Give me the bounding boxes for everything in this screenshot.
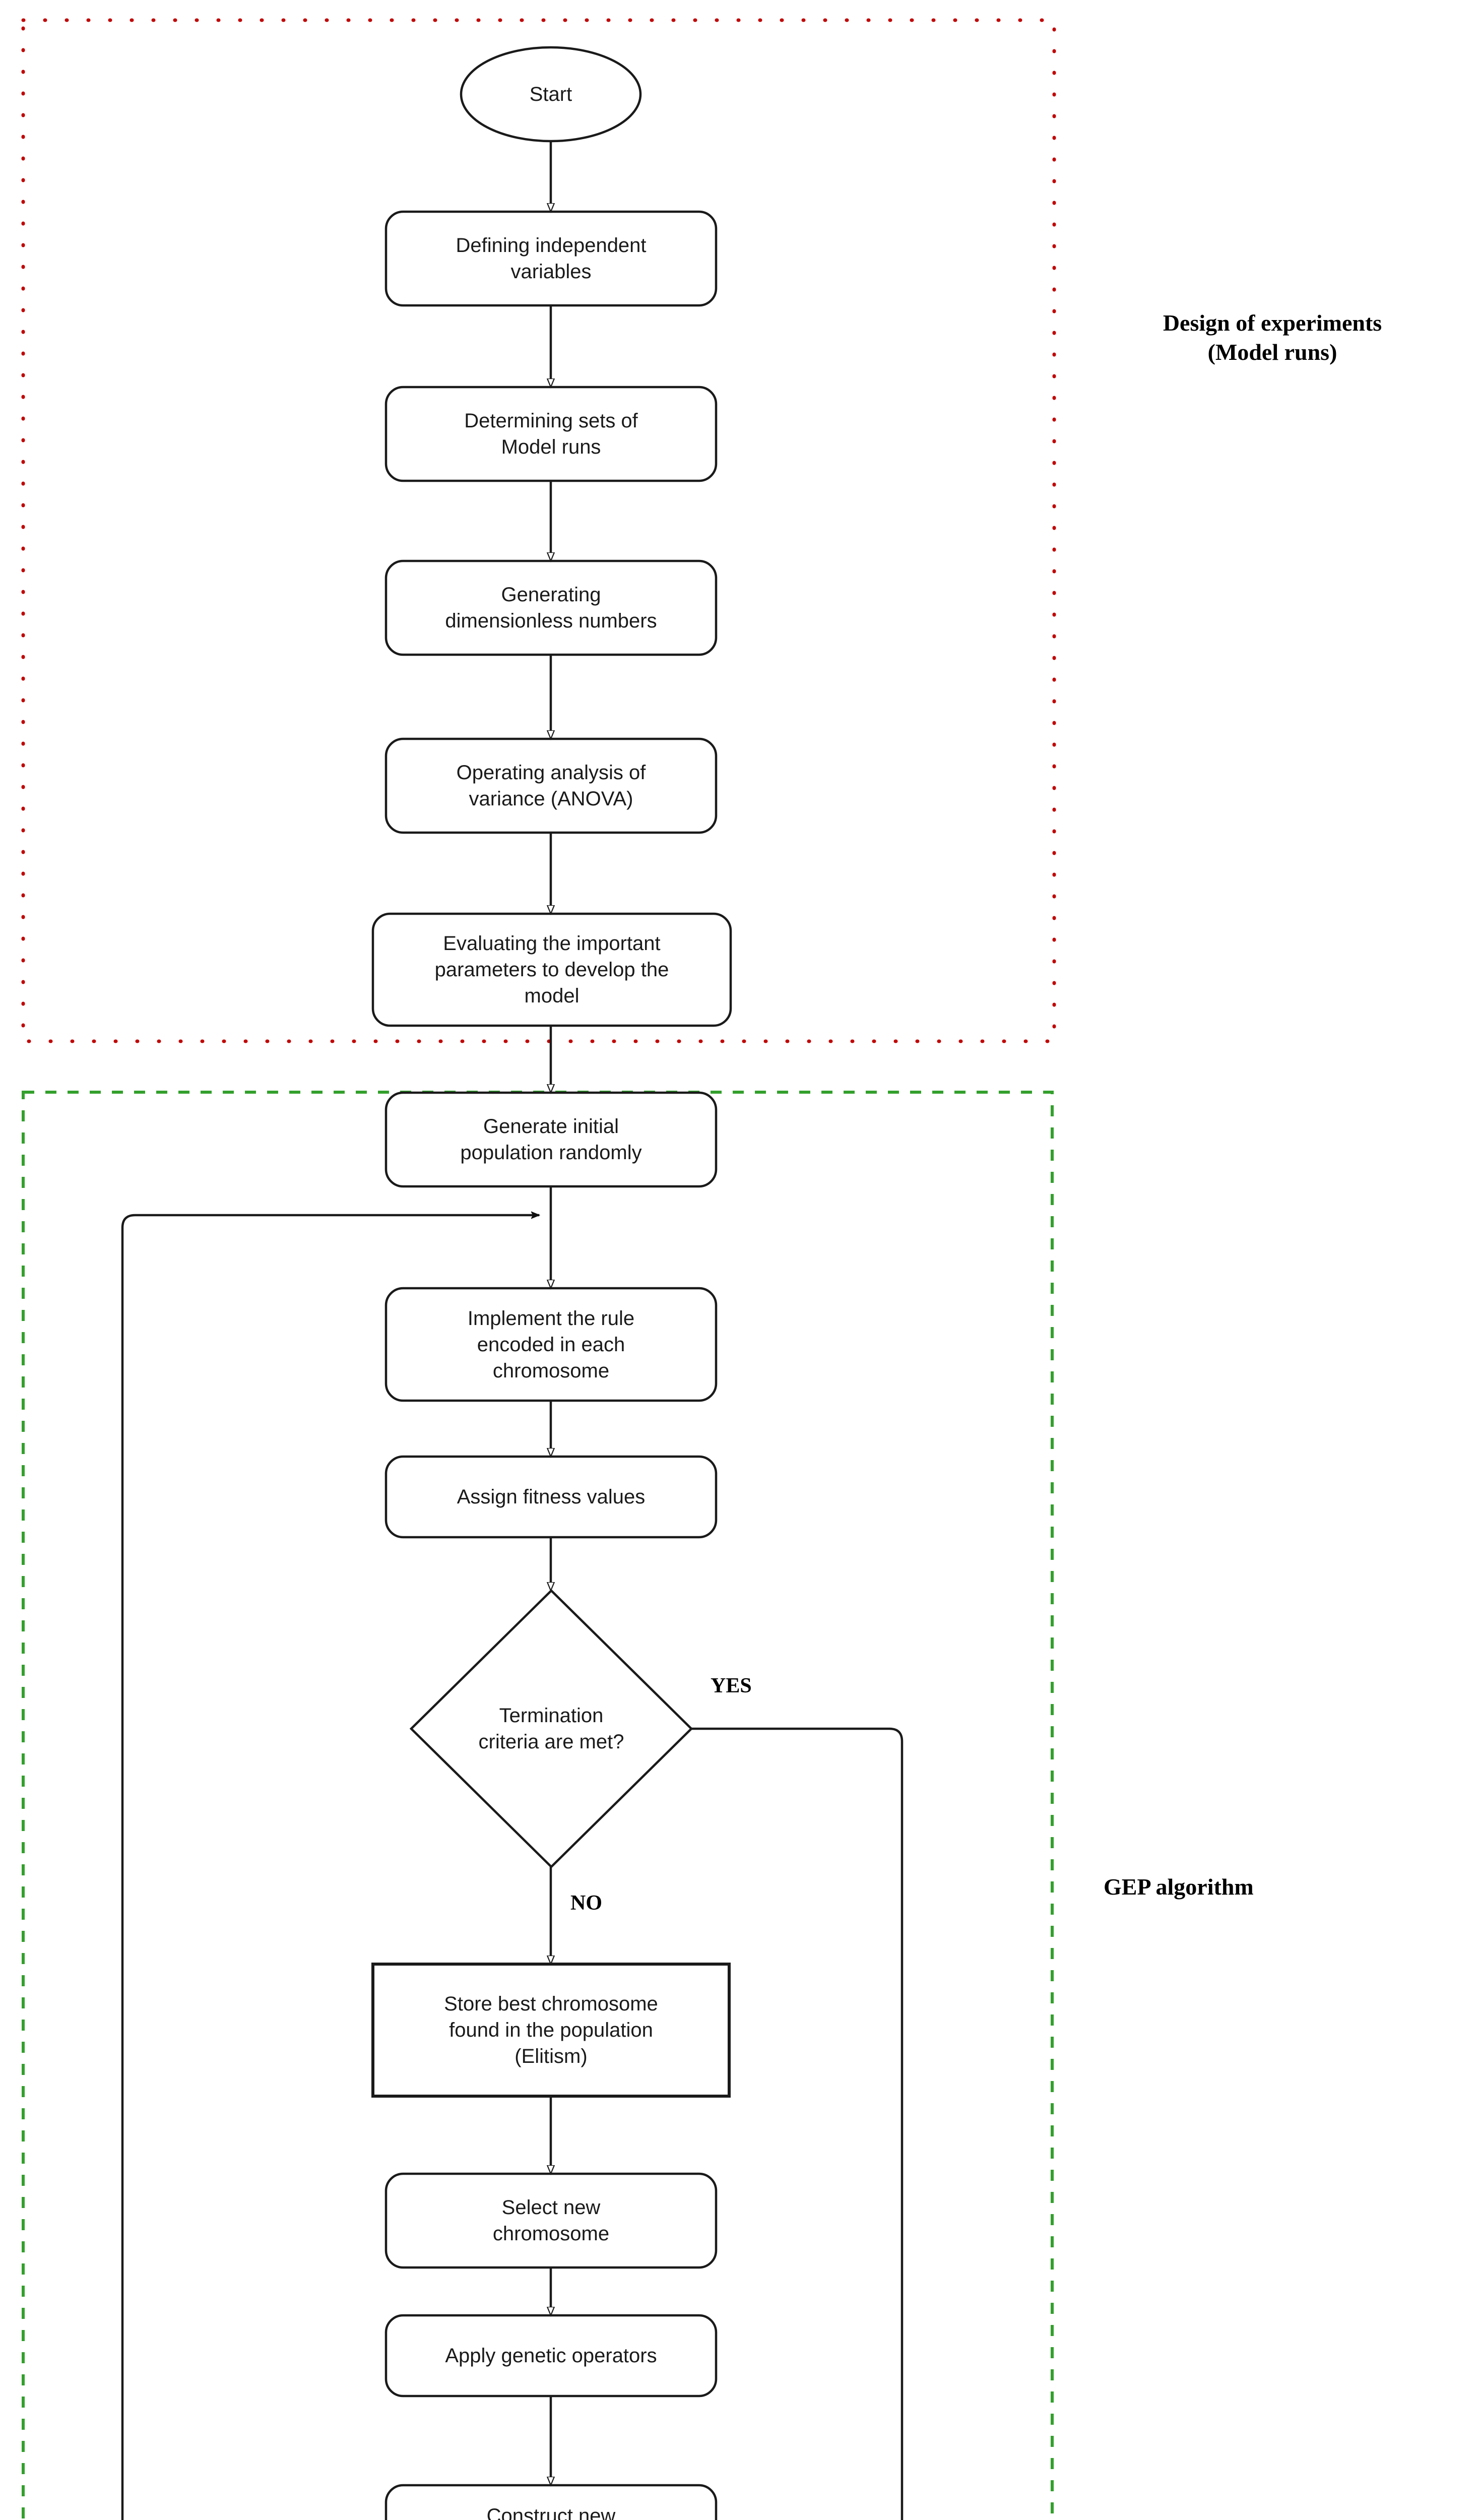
group-border-design-of-experiments	[21, 18, 1056, 1043]
node-shape-construct-population[interactable]	[384, 2484, 718, 2520]
node-shape-anova[interactable]	[384, 737, 718, 834]
node-shape-dimensionless[interactable]	[384, 559, 718, 656]
group-label-gep-algorithm: GEP algorithm	[1104, 1874, 1254, 1900]
node-shape-evaluate[interactable]	[371, 912, 732, 1027]
edge-label-no: NO	[570, 1892, 602, 1915]
edge-decision-yes-to-exit	[691, 1727, 904, 2520]
node-shape-apply-operators[interactable]	[384, 2314, 718, 2398]
node-shape-select-chromosome[interactable]	[384, 2172, 718, 2269]
node-shape-start[interactable]	[460, 46, 642, 143]
node-shape-elitism[interactable]	[371, 1963, 731, 2098]
node-shape-define-vars[interactable]	[384, 210, 718, 307]
node-shape-decision[interactable]	[409, 1589, 693, 1869]
node-shape-model-runs[interactable]	[384, 386, 718, 482]
node-shape-implement-rule[interactable]	[384, 1287, 718, 1402]
group-label-design-of-experiments: Design of experiments (Model runs)	[1163, 310, 1382, 365]
node-shape-generate-population[interactable]	[384, 1091, 718, 1188]
edge-construct-loopback	[121, 1215, 539, 2520]
edge-label-yes: YES	[711, 1674, 752, 1697]
node-shape-assign-fitness[interactable]	[384, 1455, 718, 1539]
